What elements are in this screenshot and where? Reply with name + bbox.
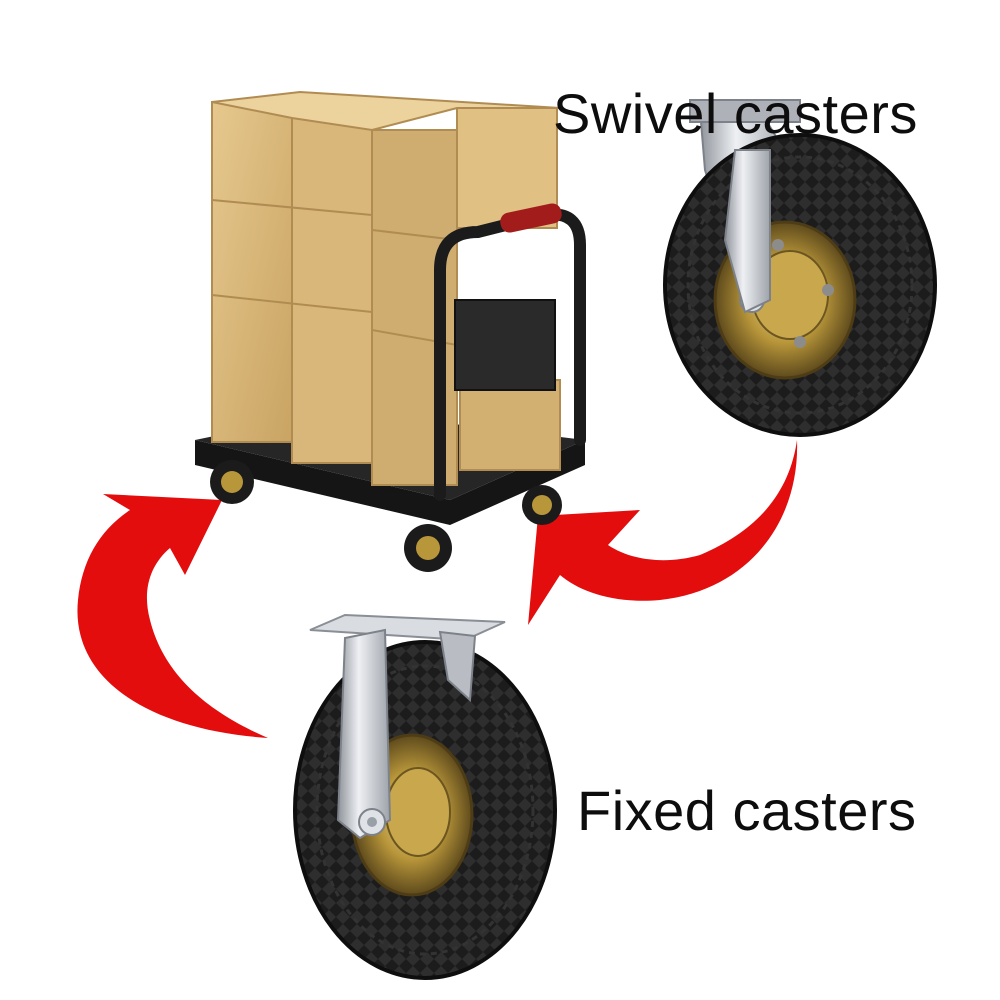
red-curved-arrow-right	[528, 440, 798, 625]
fixed-casters-label: Fixed casters	[577, 779, 917, 842]
swivel-casters-label: Swivel casters	[553, 82, 918, 145]
fixed-caster-wheel-icon	[293, 613, 557, 980]
hand-truck-with-boxes-icon	[195, 90, 586, 572]
red-curved-arrow-left	[77, 494, 268, 738]
swivel-caster-wheel-icon	[663, 99, 937, 437]
